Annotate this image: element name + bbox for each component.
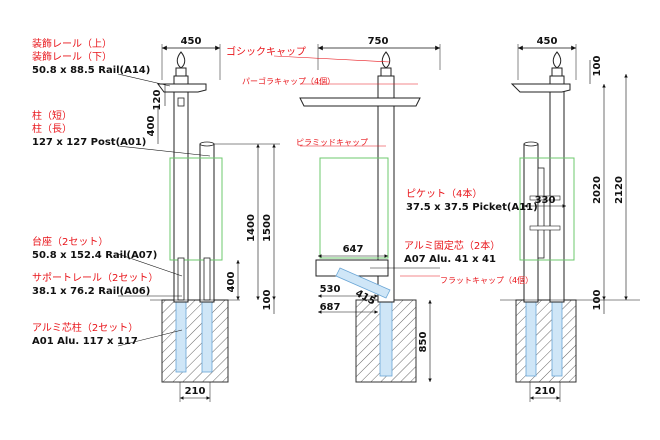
center-pergola-rail [299, 97, 421, 107]
left-foundation [161, 299, 229, 383]
left-gothic-cap-icon [176, 51, 186, 69]
right-foundation [515, 299, 577, 383]
label-deco-rail-top: 装飾レール（上） [32, 39, 112, 50]
dim-687: 687 [320, 302, 341, 313]
center-picket-outline [319, 157, 389, 259]
label-deco-rail-bottom: 装飾レール（下） [32, 52, 112, 63]
label-support-rail: サポートレール（2セット） [32, 273, 159, 284]
dim-100-top-right: 100 [592, 56, 603, 77]
label-base-spec: 50.8 x 152.4 Rail(A07) [32, 250, 158, 261]
right-gothic-cap-icon [552, 51, 562, 69]
dim-120: 120 [152, 90, 163, 111]
right-side-view: 450 100 2020 2120 330 100 210 [500, 36, 640, 402]
label-pyramid-cap: ピラミッドキャップ [296, 138, 368, 147]
dim-2120: 2120 [614, 176, 625, 204]
right-picket-outline [519, 157, 575, 261]
right-deco-rail [510, 83, 571, 93]
dim-1400: 1400 [246, 214, 257, 242]
label-post-short: 柱（短） [32, 111, 72, 122]
center-gothic-cap-icon [381, 51, 391, 69]
label-alu-fixing-spec: A07 Alu. 41 x 41 [404, 254, 496, 265]
label-deco-rail-spec: 50.8 x 88.5 Rail(A14) [32, 65, 151, 76]
label-post-spec: 127 x 127 Post(A01) [32, 137, 147, 148]
dim-530: 530 [320, 284, 341, 295]
label-post-long: 柱（長） [32, 124, 72, 135]
dim-210-right: 210 [535, 386, 556, 397]
label-alu-core-post: アルミ芯柱（2セット） [32, 323, 139, 334]
label-picket-spec: 37.5 x 37.5 Picket(A11) [406, 202, 538, 213]
dim-210-left: 210 [185, 386, 206, 397]
dim-330: 330 [535, 195, 556, 206]
label-alu-core-spec: A01 Alu. 117 x 117 [32, 336, 138, 347]
dim-400-top: 400 [146, 116, 157, 137]
label-base: 台座（2セット） [32, 237, 109, 248]
dim-100-left: 100 [262, 290, 273, 311]
dim-center-width: 750 [368, 36, 389, 47]
dim-2020: 2020 [592, 176, 603, 204]
left-picket-outline [169, 157, 223, 261]
label-alu-fixing-core: アルミ固定芯（2本） [404, 241, 501, 252]
left-side-view: 450 120 400 1400 1500 400 100 210 [117, 36, 280, 402]
dim-right-width: 450 [537, 36, 558, 47]
label-picket: ピケット（4本） [406, 189, 483, 200]
label-flat-cap: フラットキャップ（4個） [440, 276, 534, 285]
dim-left-width: 450 [181, 36, 202, 47]
dim-400-low: 400 [226, 272, 237, 293]
dim-850: 850 [418, 332, 429, 353]
label-gothic-cap: ゴシックキャップ [226, 47, 306, 58]
label-support-rail-spec: 38.1 x 76.2 Rail(A06) [32, 286, 151, 297]
right-post-tall [549, 75, 565, 303]
dim-1500: 1500 [262, 214, 273, 242]
label-pergola-cap: パーゴラキャップ（4個） [242, 77, 336, 86]
dim-647: 647 [343, 244, 364, 255]
